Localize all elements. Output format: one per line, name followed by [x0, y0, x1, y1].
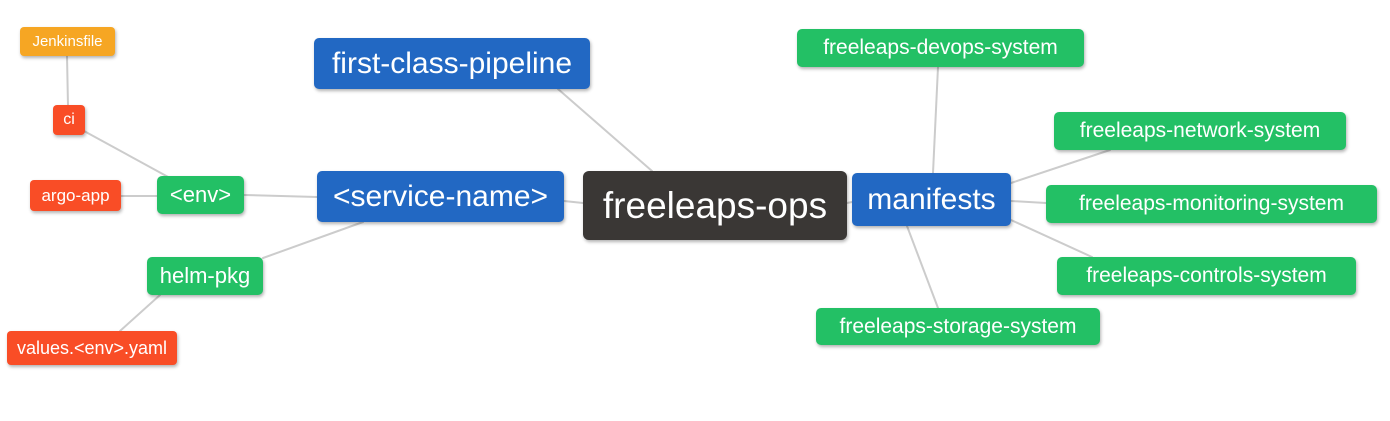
edge-helm-pkg-service-name — [262, 221, 364, 259]
node-env[interactable]: <env> — [157, 176, 244, 214]
node-ci[interactable]: ci — [53, 105, 85, 135]
edge-env-service-name — [243, 194, 318, 198]
node-manifests[interactable]: manifests — [852, 173, 1011, 226]
edge-values-env-yaml-helm-pkg — [119, 294, 161, 332]
node-values-env-yaml[interactable]: values.<env>.yaml — [7, 331, 177, 365]
node-first-class-pipeline[interactable]: first-class-pipeline — [314, 38, 590, 89]
node-service-name[interactable]: <service-name> — [317, 171, 564, 222]
edge-ci-env — [83, 130, 171, 179]
node-freeleaps-monitoring-system[interactable]: freeleaps-monitoring-system — [1046, 185, 1377, 223]
edge-freeleaps-ops-manifests — [846, 201, 853, 204]
node-argo-app[interactable]: argo-app — [30, 180, 121, 211]
node-helm-pkg[interactable]: helm-pkg — [147, 257, 263, 295]
edge-manifests-freeleaps-controls-system — [1010, 219, 1093, 258]
node-freeleaps-storage-system[interactable]: freeleaps-storage-system — [816, 308, 1100, 345]
edge-jenkinsfile-ci — [66, 55, 69, 107]
edge-manifests-freeleaps-monitoring-system — [1010, 200, 1047, 204]
edge-first-class-pipeline-freeleaps-ops — [557, 88, 653, 172]
edge-manifests-freeleaps-network-system — [1010, 149, 1111, 184]
node-jenkinsfile[interactable]: Jenkinsfile — [20, 27, 115, 56]
node-freeleaps-network-system[interactable]: freeleaps-network-system — [1054, 112, 1346, 150]
node-freeleaps-devops-system[interactable]: freeleaps-devops-system — [797, 29, 1084, 67]
node-freeleaps-controls-system[interactable]: freeleaps-controls-system — [1057, 257, 1356, 295]
edge-service-name-freeleaps-ops — [563, 200, 584, 204]
edge-manifests-freeleaps-storage-system — [906, 225, 939, 309]
node-freeleaps-ops[interactable]: freeleaps-ops — [583, 171, 847, 240]
edge-manifests-freeleaps-devops-system — [932, 66, 939, 174]
